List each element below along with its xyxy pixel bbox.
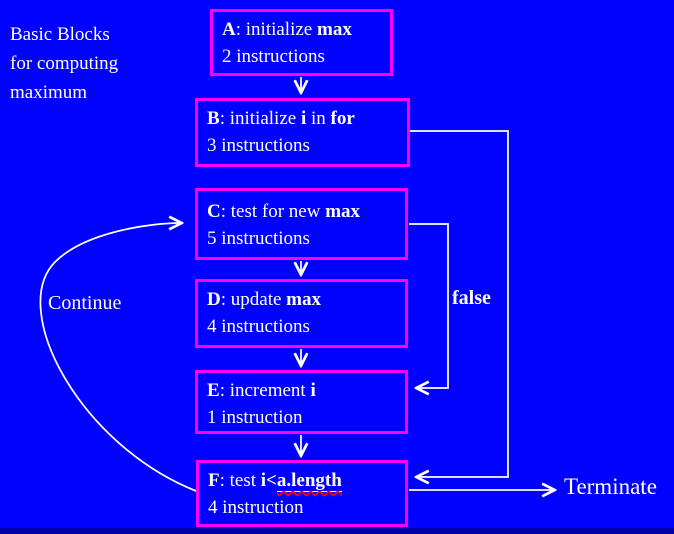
block-e: E: increment i 1 instruction (195, 370, 408, 434)
block-e-line2: 1 instruction (207, 407, 303, 428)
connector-c-false-to-e (409, 223, 449, 388)
block-c: C: test for new max 5 instructions (195, 188, 408, 260)
block-a-line2: 2 instructions (222, 46, 325, 67)
block-d: D: update max 4 instructions (195, 279, 408, 348)
spellcheck-underlined-text: a.length (276, 470, 342, 492)
connector-b-to-f (410, 130, 509, 477)
terminate-label: Terminate (564, 474, 657, 499)
block-b: B: initialize i in for 3 instructions (195, 98, 410, 167)
block-f-line1: F: test i<a.length (208, 470, 342, 492)
bottom-edge-strip (0, 528, 674, 534)
block-d-line2: 4 instructions (207, 316, 310, 337)
block-e-line1: E: increment i (207, 380, 316, 401)
false-label: false (452, 287, 491, 309)
continue-label: Continue (48, 292, 122, 314)
block-b-line1: B: initialize i in for (207, 108, 355, 129)
block-b-line2: 3 instructions (207, 135, 310, 156)
connector-f-continue-to-c (39, 223, 197, 492)
block-a: A: initialize max 2 instructions (210, 9, 393, 76)
block-a-line1: A: initialize max (222, 19, 352, 40)
block-c-line1: C: test for new max (207, 201, 361, 222)
block-f: F: test i<a.length 4 instruction (196, 460, 408, 527)
slide-title: Basic Blocks for computing maximum (10, 24, 119, 103)
block-c-line2: 5 instructions (207, 228, 310, 249)
block-f-line2: 4 instruction (208, 497, 304, 518)
block-d-line1: D: update max (207, 289, 321, 310)
